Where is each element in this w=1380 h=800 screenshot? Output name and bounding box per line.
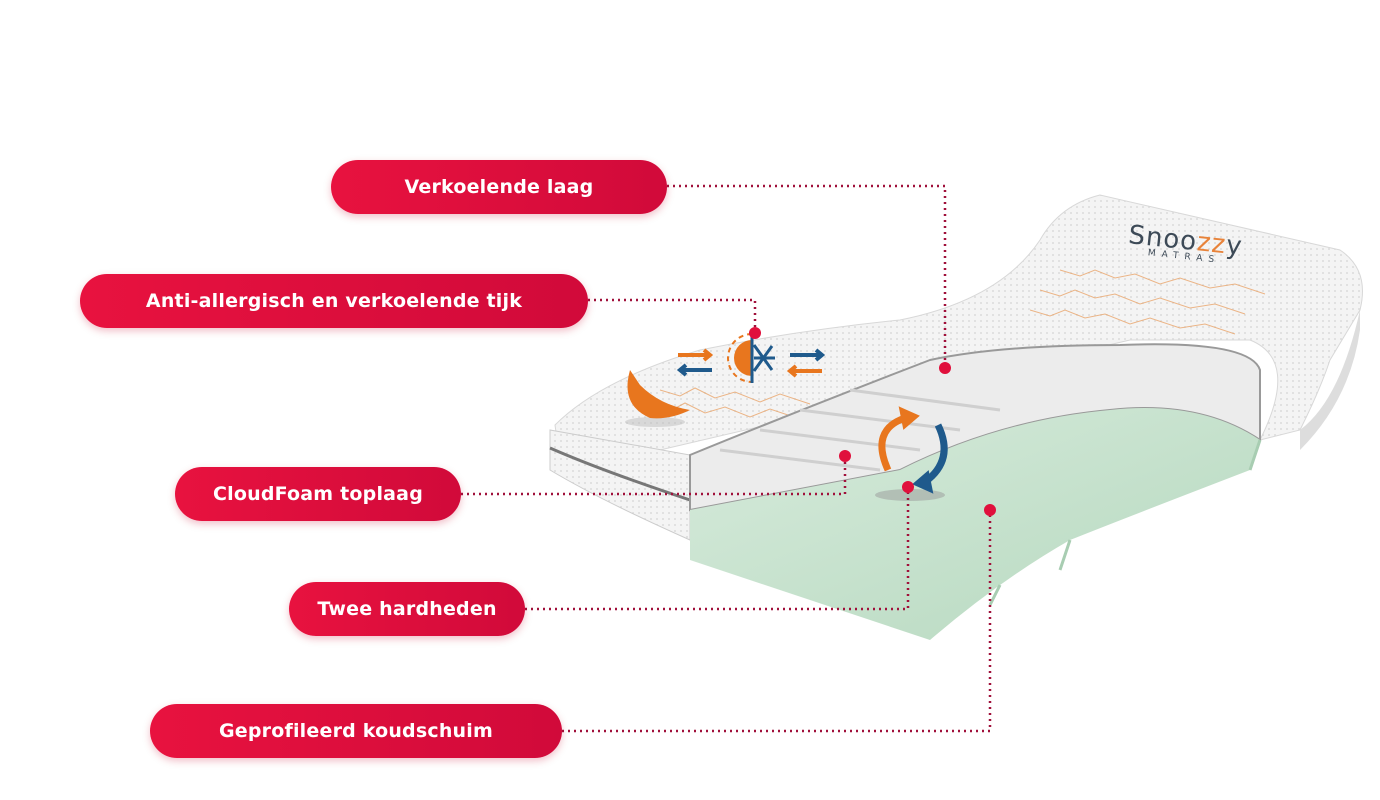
mattress-side bbox=[549, 429, 691, 541]
coldfoam-core bbox=[690, 408, 1260, 640]
label-top-layer: CloudFoam toplaag bbox=[175, 467, 461, 521]
leader-lines bbox=[461, 184, 992, 733]
sun-snowflake-icon bbox=[728, 333, 776, 383]
feather-icon bbox=[625, 370, 690, 427]
label-cover: Anti-allergisch en verkoelende tijk bbox=[80, 274, 588, 328]
airflow-arrows-icon bbox=[676, 348, 826, 378]
rotate-arrows-icon bbox=[875, 406, 948, 501]
label-cooling-layer: Verkoelende laag bbox=[331, 160, 667, 214]
label-core: Geprofileerd koudschuim bbox=[150, 704, 562, 758]
label-two-firmness: Twee hardheden bbox=[289, 582, 525, 636]
leader-dots bbox=[749, 327, 996, 516]
